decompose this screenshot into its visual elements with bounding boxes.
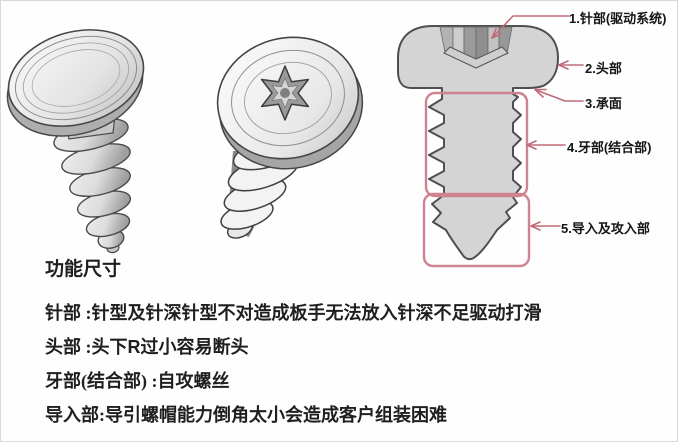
callout-number: 1. [569,11,580,26]
tip-zone-box [422,192,531,268]
callout-pin-drive: 1.针部(驱动系统) [569,8,667,27]
callout-number: 4. [567,140,578,155]
arrowhead-tip [530,221,541,231]
arrowhead-head [558,60,569,70]
callout-text: 头部 [595,61,622,76]
screw-top-view-render [216,36,364,239]
note-line-pin: 针部 :针型及针深针型不对造成板手无法放入针深不足驱动打滑 [45,303,542,323]
callout-head: 2.头部 [585,58,622,77]
notes-title: 功能尺寸 [45,259,122,280]
callout-text: 导入及攻入部 [571,221,650,236]
leader-bearing-surface [535,89,584,102]
screw-head [6,29,145,140]
callout-number: 3. [585,96,596,111]
callout-text: 针部(驱动系统) [579,11,667,26]
callout-number: 2. [585,61,596,76]
arrowhead-bearing-surface [534,88,547,98]
callout-number: 5. [561,221,572,236]
callout-thread: 4.牙部(结合部) [567,137,652,156]
screw-profile [397,25,559,261]
arrowhead-pin-drive [491,28,502,39]
note-line-head: 头部 :头下R过小容易断头 [45,337,249,357]
leader-pin-drive [491,15,570,39]
callout-text: 牙部(结合部) [577,140,652,155]
torx-recess-icon [260,65,310,121]
functional-notes: 功能尺寸 针部 :针型及针深针型不对造成板手无法放入针深不足驱动打滑 头部 :头… [45,258,665,438]
leader-arrows [491,15,584,231]
screw-cross-section [397,15,584,268]
drive-recess [439,26,513,69]
arrowhead-thread [526,140,537,150]
callout-bearing-surface: 3.承面 [585,93,622,112]
note-line-lead-in: 导入部:导引螺帽能力倒角太小会造成客户组装困难 [45,405,447,425]
callout-text: 承面 [595,96,622,111]
callout-lead-in-tip: 5.导入及攻入部 [561,218,650,237]
screw-side-view-render [6,29,145,254]
note-line-thread: 牙部(结合部) :自攻螺丝 [45,371,230,391]
